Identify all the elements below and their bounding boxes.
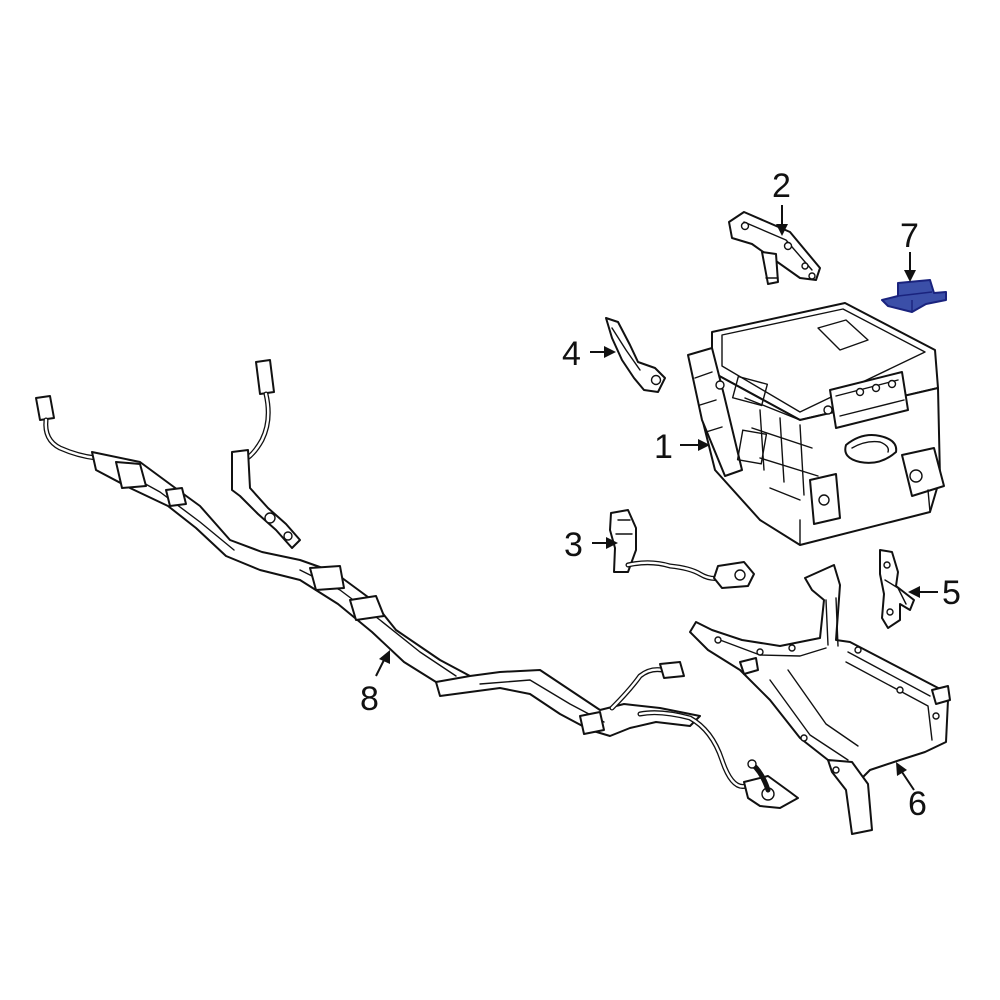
part-3-sensor-connector[interactable] — [609, 509, 755, 589]
part-5-mount-bracket[interactable] — [879, 549, 915, 629]
callout-3: 3 — [564, 526, 583, 564]
part-7-clamp-bracket[interactable] — [881, 279, 947, 313]
callout-1: 1 — [654, 428, 673, 466]
arrowhead-6 — [896, 762, 907, 776]
leader-arrows — [375, 205, 938, 791]
part-6-support-frame[interactable] — [689, 564, 951, 835]
arrowhead-2 — [776, 224, 788, 236]
callout-4: 4 — [562, 335, 581, 373]
arrowhead-7 — [904, 270, 916, 282]
arrowhead-4 — [604, 346, 616, 358]
arrowhead-1 — [698, 439, 710, 451]
callout-labels: 1 2 3 4 5 6 7 8 — [360, 167, 961, 823]
callout-8: 8 — [360, 680, 379, 718]
arrowhead-5 — [908, 586, 920, 598]
arrowhead-8 — [379, 650, 390, 664]
callout-2: 2 — [772, 167, 791, 205]
callout-7: 7 — [900, 217, 919, 255]
part-1-inverter-assembly[interactable] — [687, 302, 945, 546]
leader-6 — [901, 771, 915, 791]
leader-8 — [375, 659, 385, 677]
part-8-wire-harness[interactable] — [35, 359, 799, 809]
callout-6: 6 — [908, 785, 927, 823]
arrowhead-3 — [606, 537, 618, 549]
part-4-bracket-arm[interactable] — [605, 317, 666, 393]
callout-5: 5 — [942, 574, 961, 612]
part-2-upper-bracket[interactable] — [728, 211, 821, 285]
